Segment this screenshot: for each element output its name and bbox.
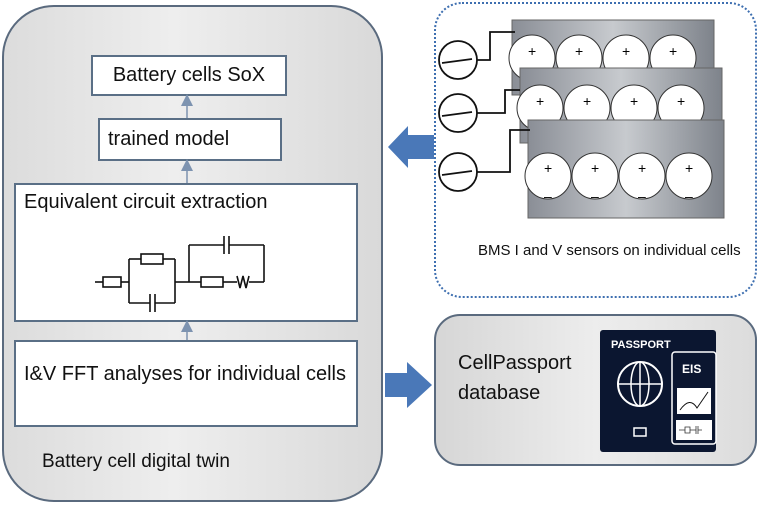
arrow-bms-to-twin (388, 126, 434, 168)
svg-text:+: + (669, 43, 677, 59)
svg-text:+: + (622, 43, 630, 59)
sox-box: Battery cells SoX (91, 55, 287, 96)
fft-analysis-box: I&V FFT analyses for individual cells (14, 340, 358, 427)
svg-text:+: + (685, 160, 693, 176)
svg-text:+: + (638, 160, 646, 176)
cellpassport-title: CellPassport database (458, 352, 572, 404)
svg-text:–: – (685, 188, 693, 204)
sensor-meters (438, 31, 530, 192)
battery-module-3: + + + + – – – – (524, 119, 725, 219)
svg-text:+: + (591, 160, 599, 176)
passport-word: PASSPORT (611, 339, 671, 351)
svg-text:–: – (544, 188, 552, 204)
svg-text:+: + (575, 43, 583, 59)
svg-text:–: – (591, 188, 599, 204)
eis-word: EIS (682, 362, 701, 376)
svg-text:+: + (544, 160, 552, 176)
trained-model-box: trained model (98, 118, 282, 161)
fft-analysis-label: I&V FFT analyses for individual cells (24, 363, 346, 385)
battery-modules: + + + + + + + + + + + + – – – – (508, 19, 725, 219)
svg-text:–: – (638, 188, 646, 204)
svg-text:+: + (528, 43, 536, 59)
svg-text:+: + (677, 93, 685, 109)
passport-icon: PASSPORT EIS (600, 330, 717, 452)
arrow-twin-to-passport (385, 362, 432, 408)
equivalent-circuit-label: Equivalent circuit extraction (24, 191, 268, 213)
equivalent-circuit-drawing (95, 236, 265, 312)
digital-twin-title: Battery cell digital twin (42, 451, 230, 472)
svg-text:+: + (583, 93, 591, 109)
svg-text:+: + (536, 93, 544, 109)
bms-caption: BMS I and V sensors on individual cells (478, 242, 741, 259)
svg-text:+: + (630, 93, 638, 109)
